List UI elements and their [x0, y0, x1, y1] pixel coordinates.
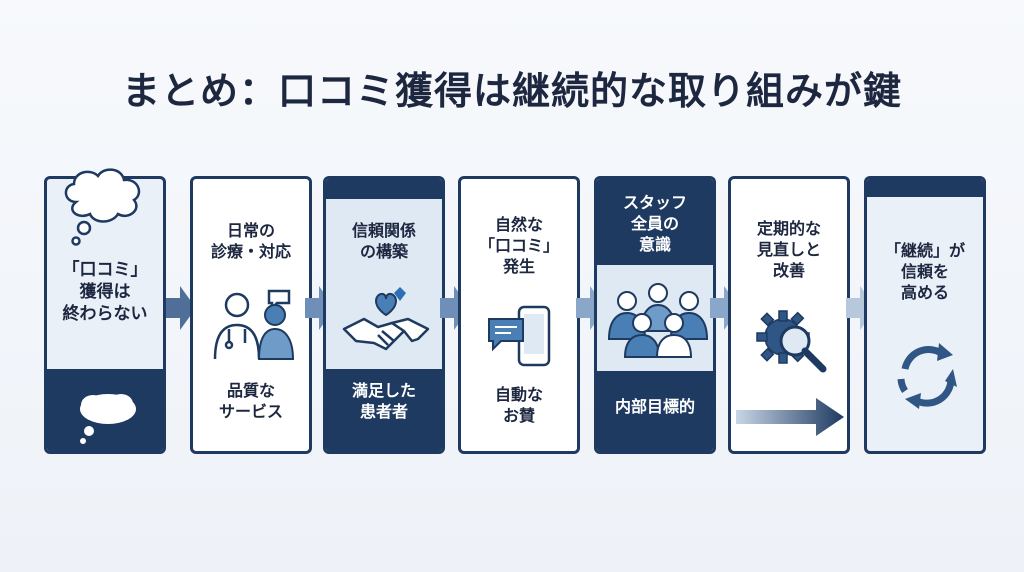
step-card-7: 「継続」が 信頼を 高める [864, 176, 986, 454]
page-title: まとめ：口コミ獲得は継続的な取り組みが鍵 [121, 69, 902, 113]
thought-bubble-icon [64, 168, 141, 246]
long-flow-arrow [736, 398, 844, 436]
step-4-text: 自然な 「口コミ」 発生 [478, 215, 559, 276]
staff-team-icon [607, 283, 709, 358]
step-2-subtext: 品質な サービス [218, 381, 283, 421]
step-card-5-bottom-band [597, 371, 713, 451]
step-card-5-top-band [597, 179, 713, 265]
step-5-text: スタッフ 全員の 意識 [622, 193, 687, 254]
step-2-text: 日常の 診療・対応 [210, 221, 291, 261]
flow-arrow-6 [846, 286, 876, 330]
handshake-heart-icon [342, 287, 430, 351]
step-3-text: 信頼関係 の構築 [351, 221, 416, 261]
step-card-7-top-band [867, 179, 983, 197]
step-6-text: 定期的な 見直しと 改善 [756, 219, 821, 280]
flow-arrow-5 [710, 286, 740, 330]
step-card-3: 信頼関係 の構築 満足した 患者者 [323, 176, 445, 454]
step-7-text: 「継続」が 信頼を 高める [884, 241, 965, 302]
step-card-3-top-band [326, 179, 442, 199]
step-card-5: スタッフ 全員の 意識 内部目標的 [594, 176, 716, 454]
step-4-subtext: 自動な お賛 [494, 385, 543, 425]
flow-arrow-2 [305, 286, 335, 330]
flow-arrow-1 [166, 286, 196, 330]
step-card-2: 日常の 診療・対応 品質な サービス [190, 176, 312, 454]
flow-arrow-4 [576, 286, 606, 330]
step-1-text: 「口コミ」 獲得は 終わらない [62, 260, 148, 325]
doctor-patient-icon [213, 289, 295, 360]
thought-bubble-bottom-icon [80, 394, 136, 444]
step-card-4: 自然な 「口コミ」 発生 自動な お賛 [458, 176, 580, 454]
step-3-subtext: 満足した 患者者 [351, 381, 416, 421]
step-5-subtext: 内部目標的 [614, 397, 695, 416]
cycle-arrows-icon [897, 343, 957, 409]
flow-arrow-3 [440, 286, 470, 330]
gear-magnifier-icon [756, 310, 827, 373]
chat-phone-icon [488, 305, 551, 367]
step-card-3-bottom-band [326, 369, 442, 451]
